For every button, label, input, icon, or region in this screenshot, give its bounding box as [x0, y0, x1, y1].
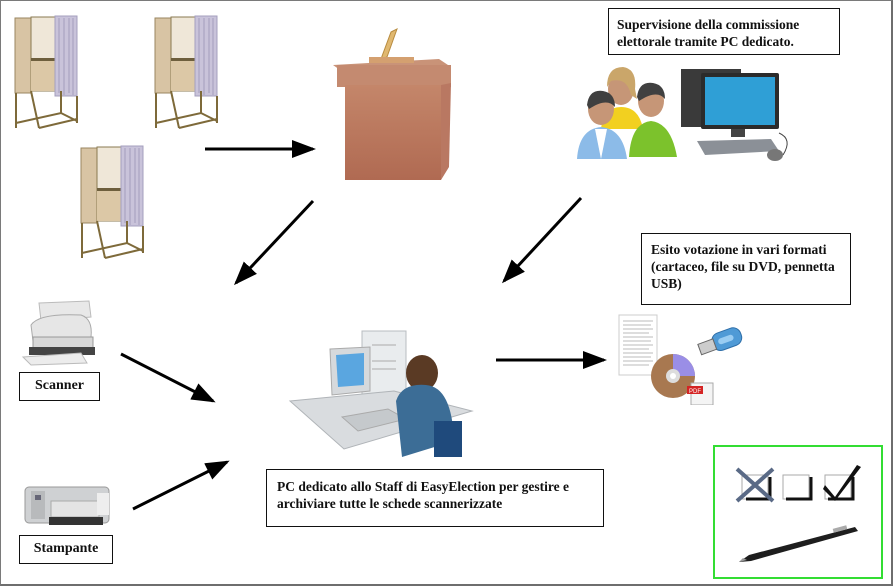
supervision-textbox: Supervisione della commissione elettoral… [608, 8, 840, 55]
printer-label: Stampante [19, 535, 113, 564]
document-list-icon [618, 314, 658, 376]
crossed-checkbox-icon [735, 467, 775, 503]
arrow-supervision-to-staff-pc [501, 196, 583, 284]
staff-workstation-icon [288, 330, 474, 457]
checked-checkbox-icon [823, 465, 861, 501]
voting-booth-icon [154, 15, 218, 129]
results-media-icons: PDF [618, 314, 743, 405]
dvd-icon [651, 354, 695, 398]
svg-text:PDF: PDF [689, 389, 701, 395]
scanner-label: Scanner [19, 372, 100, 401]
desktop-computer-icon [681, 69, 788, 161]
results-textbox: Esito votazione in vari formati (cartace… [641, 233, 851, 305]
printer-icon [24, 486, 110, 525]
arrow-scanner-to-staff-pc [120, 352, 216, 403]
pdf-icon: PDF [687, 382, 714, 405]
ballot-sample-frame [713, 445, 883, 579]
pen-icon [739, 525, 858, 562]
arrow-ballot-box-to-staff-pc [233, 199, 315, 286]
empty-checkbox-icon [782, 474, 813, 501]
scanner-icon [21, 300, 95, 366]
staff-pc-textbox: PC dedicato allo Staff di EasyElection p… [266, 469, 604, 527]
people-group-icon [577, 67, 677, 159]
voting-booth-icon [14, 15, 78, 129]
ballot-box-icon [333, 27, 451, 180]
usb-drive-icon [697, 327, 743, 356]
voting-booth-icon [80, 145, 144, 259]
arrow-printer-to-staff-pc [132, 460, 230, 511]
